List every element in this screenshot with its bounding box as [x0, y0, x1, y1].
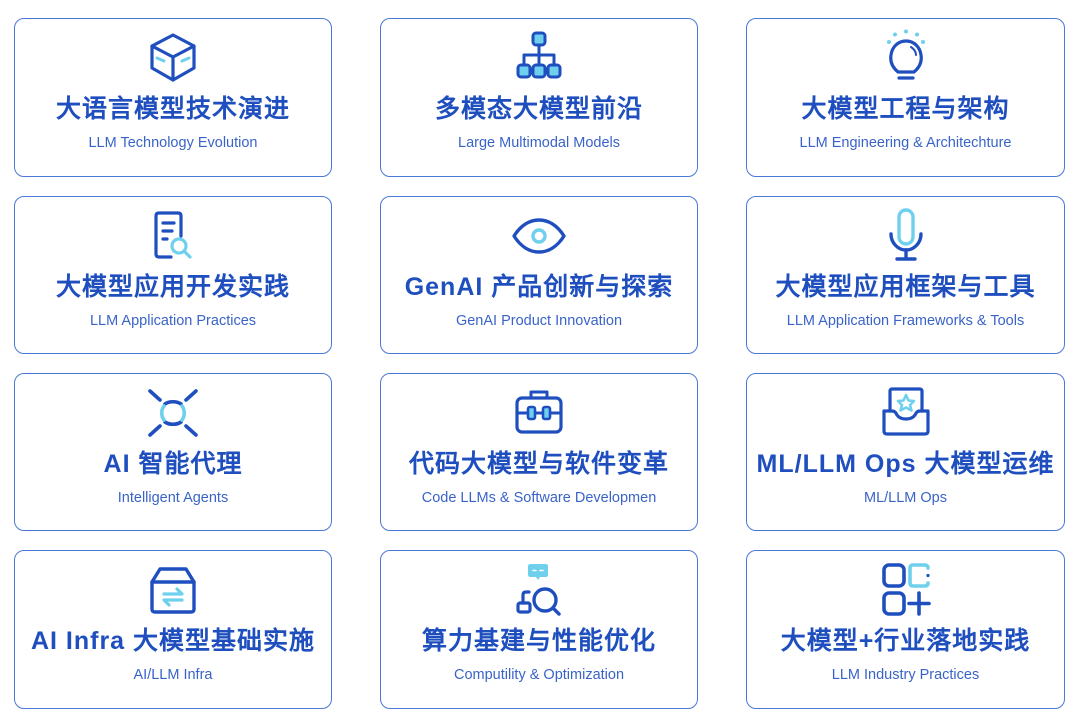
card-title: 多模态大模型前沿: [434, 95, 643, 123]
card-title: 大模型工程与架构: [801, 95, 1010, 123]
apps-add-icon: [876, 560, 936, 620]
card-subtitle: Intelligent Agents: [117, 490, 229, 506]
card-title: 大模型应用开发实践: [55, 273, 290, 301]
topic-card-industry[interactable]: 大模型+行业落地实践 LLM Industry Practices: [746, 550, 1065, 709]
card-subtitle: Code LLMs & Software Developmen: [421, 490, 657, 506]
card-title: AI 智能代理: [103, 450, 243, 478]
eye-icon: [509, 206, 569, 266]
document-search-icon: [143, 206, 203, 266]
topic-card-multimodal[interactable]: 多模态大模型前沿 Large Multimodal Models: [380, 18, 698, 177]
cube-icon: [143, 28, 203, 88]
topic-card-ai-infra[interactable]: AI Infra 大模型基础实施 AI/LLM Infra: [14, 550, 332, 709]
agent-target-icon: [143, 383, 203, 443]
card-title: 算力基建与性能优化: [421, 627, 656, 655]
topic-card-llm-evolution[interactable]: 大语言模型技术演进 LLM Technology Evolution: [14, 18, 332, 177]
topic-grid: 大语言模型技术演进 LLM Technology Evolution 多模态大模…: [14, 18, 1065, 709]
microphone-icon: [876, 206, 936, 266]
topic-card-engineering[interactable]: 大模型工程与架构 LLM Engineering & Architechture: [746, 18, 1065, 177]
card-title: AI Infra 大模型基础实施: [30, 627, 316, 655]
topic-card-compute[interactable]: 算力基建与性能优化 Computility & Optimization: [380, 550, 698, 709]
toolbox-icon: [509, 383, 569, 443]
topic-card-app-practices[interactable]: 大模型应用开发实践 LLM Application Practices: [14, 196, 332, 354]
card-title: 代码大模型与软件变革: [408, 450, 669, 478]
card-subtitle: LLM Application Practices: [89, 313, 257, 329]
exchange-box-icon: [143, 560, 203, 620]
topic-card-agents[interactable]: AI 智能代理 Intelligent Agents: [14, 373, 332, 531]
compute-search-icon: [509, 560, 569, 620]
topic-card-frameworks-tools[interactable]: 大模型应用框架与工具 LLM Application Frameworks & …: [746, 196, 1065, 354]
card-subtitle: ML/LLM Ops: [864, 490, 947, 506]
card-subtitle: Computility & Optimization: [453, 667, 625, 683]
star-tray-icon: [876, 383, 936, 443]
hierarchy-icon: [509, 28, 569, 88]
card-subtitle: AI/LLM Infra: [133, 667, 213, 683]
card-subtitle: LLM Industry Practices: [831, 667, 980, 683]
card-title: GenAI 产品创新与探索: [404, 273, 674, 301]
card-title: 大语言模型技术演进: [55, 95, 290, 123]
card-title: 大模型应用框架与工具: [775, 273, 1036, 301]
card-subtitle: GenAI Product Innovation: [455, 313, 623, 329]
card-title: 大模型+行业落地实践: [780, 627, 1031, 655]
topic-card-llm-ops[interactable]: ML/LLM Ops 大模型运维 ML/LLM Ops: [746, 373, 1065, 531]
card-subtitle: LLM Technology Evolution: [88, 135, 258, 151]
card-subtitle: LLM Engineering & Architechture: [799, 135, 1012, 151]
card-title: ML/LLM Ops 大模型运维: [756, 450, 1055, 478]
card-subtitle: Large Multimodal Models: [458, 135, 620, 151]
topic-card-code-llms[interactable]: 代码大模型与软件变革 Code LLMs & Software Developm…: [380, 373, 698, 531]
card-subtitle: LLM Application Frameworks & Tools: [786, 313, 1025, 329]
topic-card-genai-product[interactable]: GenAI 产品创新与探索 GenAI Product Innovation: [380, 196, 698, 354]
lightbulb-icon: [876, 28, 936, 88]
